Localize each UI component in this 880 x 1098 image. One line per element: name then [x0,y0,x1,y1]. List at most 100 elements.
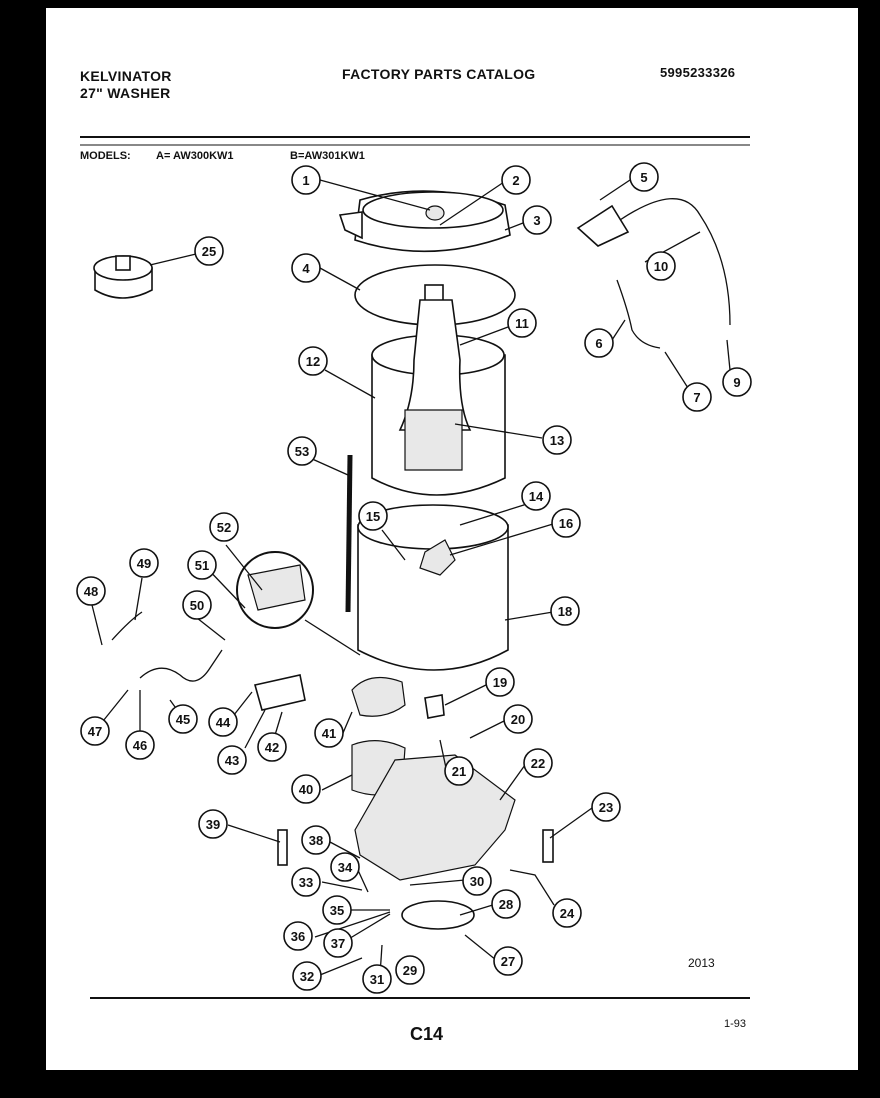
svg-text:13: 13 [550,433,564,448]
svg-text:21: 21 [452,764,466,779]
callout-52: 52 [209,512,239,542]
svg-text:14: 14 [529,489,544,504]
model-a: A= AW300KW1 [156,150,234,162]
drawing-number: 2013 [688,956,715,970]
svg-text:52: 52 [217,520,231,535]
svg-text:53: 53 [295,444,309,459]
callout-47: 47 [80,716,110,746]
svg-text:51: 51 [195,558,209,573]
callout-7: 7 [682,382,712,412]
svg-text:38: 38 [309,833,323,848]
callout-45: 45 [168,704,198,734]
callout-33: 33 [291,867,321,897]
part-3-tub-ring [338,190,511,253]
callout-39: 39 [198,809,228,839]
callout-10: 10 [646,251,676,281]
part-49-hose [111,611,143,641]
svg-text:44: 44 [216,715,231,730]
svg-text:4: 4 [302,261,310,276]
svg-text:40: 40 [299,782,313,797]
svg-text:37: 37 [331,936,345,951]
svg-text:12: 12 [306,354,320,369]
callout-50: 50 [182,590,212,620]
catalog-title: FACTORY PARTS CATALOG [342,66,536,82]
svg-text:45: 45 [176,712,190,727]
callout-4: 4 [291,253,321,283]
svg-text:7: 7 [693,390,700,405]
svg-text:23: 23 [599,800,613,815]
svg-text:19: 19 [493,675,507,690]
callout-41: 41 [314,718,344,748]
svg-text:6: 6 [595,336,602,351]
callout-15: 15 [358,501,388,531]
svg-text:2: 2 [512,173,519,188]
callout-38: 38 [301,825,331,855]
part-45-hose [139,649,223,682]
part-12-inner-basket [371,299,506,496]
callout-28: 28 [491,889,521,919]
callout-16: 16 [551,508,581,538]
svg-text:49: 49 [137,556,151,571]
callout-13: 13 [542,425,572,455]
callout-40: 40 [291,774,321,804]
part-10-fill-hose [576,198,731,326]
svg-text:11: 11 [515,316,529,331]
callout-1: 1 [291,165,321,195]
part-6-hose [616,279,661,349]
callout-11: 11 [507,308,537,338]
part-28-pulley [401,900,475,930]
model-b: B=AW301KW1 [290,150,365,162]
svg-text:35: 35 [330,903,344,918]
svg-text:33: 33 [299,875,313,890]
svg-text:20: 20 [511,712,525,727]
callout-20: 20 [503,704,533,734]
models-label: MODELS: [80,150,131,162]
callout-32: 32 [292,961,322,991]
callout-14: 14 [521,481,551,511]
svg-text:18: 18 [558,604,572,619]
product-name: 27" WASHER [80,85,171,101]
callout-53: 53 [287,436,317,466]
callout-46: 46 [125,730,155,760]
callout-9: 9 [722,367,752,397]
callout-19: 19 [485,667,515,697]
callout-18: 18 [550,596,580,626]
svg-text:48: 48 [84,584,98,599]
svg-text:30: 30 [470,874,484,889]
callout-35: 35 [322,895,352,925]
brand-name: KELVINATOR [80,68,172,84]
svg-text:46: 46 [133,738,147,753]
page-date: 1-93 [724,1018,747,1030]
callout-30: 30 [462,866,492,896]
callout-42: 42 [257,732,287,762]
part-25-filter-cap [93,255,153,299]
svg-text:10: 10 [654,259,668,274]
svg-text:22: 22 [531,756,545,771]
svg-text:1: 1 [302,173,309,188]
svg-text:42: 42 [265,740,279,755]
part-19-coupling [424,694,445,719]
detail-inset [236,551,361,656]
svg-text:24: 24 [560,906,575,921]
svg-text:47: 47 [88,724,102,739]
catalog-number: 5995233326 [660,65,736,80]
callout-3: 3 [522,205,552,235]
callout-23: 23 [591,792,621,822]
svg-text:15: 15 [366,509,380,524]
callout-5: 5 [629,162,659,192]
callout-25: 25 [194,236,224,266]
callout-34: 34 [330,852,360,882]
svg-text:32: 32 [300,969,314,984]
svg-text:34: 34 [338,860,353,875]
callout-43: 43 [217,745,247,775]
svg-text:9: 9 [733,375,740,390]
part-18-outer-tub [357,504,509,671]
callout-27: 27 [493,946,523,976]
svg-text:27: 27 [501,954,515,969]
callout-31: 31 [362,964,392,994]
callout-22: 22 [523,748,553,778]
svg-text:31: 31 [370,972,384,987]
svg-text:50: 50 [190,598,204,613]
callout-24: 24 [552,898,582,928]
